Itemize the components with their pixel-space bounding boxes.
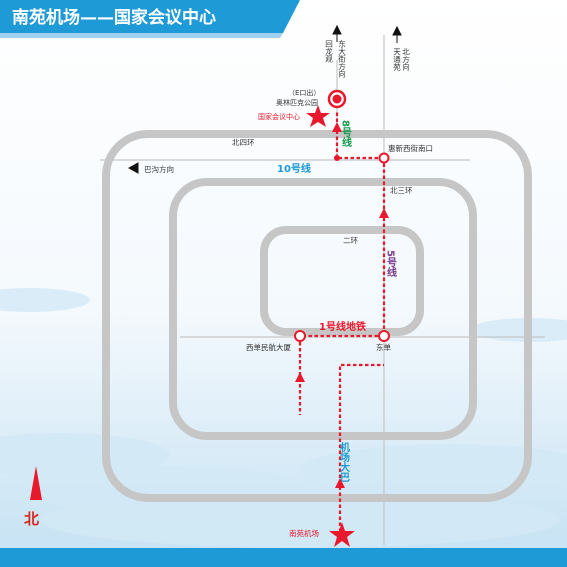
stations	[294, 89, 390, 342]
header-banner: 南苑机场——国家会议中心	[0, 0, 300, 38]
line-label-10: 10号线	[277, 162, 311, 175]
station-labels: （E口出） 奥林匹克公园 国家会议中心 惠新西街南口 西单民航大厦 东单 南苑机…	[246, 88, 433, 538]
station-label-convention-center: 国家会议中心	[258, 112, 300, 121]
ring-label-north-3rd: 北三环	[390, 186, 413, 195]
arrow-up-icon	[295, 372, 305, 382]
station-dongdan-marker	[378, 330, 390, 342]
convention-center-star-icon	[306, 105, 330, 127]
ring-road-2nd	[260, 226, 424, 336]
page-title: 南苑机场——国家会议中心	[12, 7, 216, 28]
station-huixin-marker	[378, 152, 390, 164]
airport-star-icon	[329, 522, 355, 547]
line-labels: 8号线 10号线 5号线 1号线地铁 机场大巴	[277, 120, 397, 482]
road-labels: 回龙观 东大街方向 天通苑 北方向 巴沟方向 北四环 北三环 二环	[144, 39, 413, 245]
line-label-1: 1号线地铁	[319, 320, 366, 333]
station-label-huixin: 惠新西街南口	[388, 143, 433, 153]
compass-north-label: 北	[24, 510, 39, 528]
arrow-up-icon	[379, 208, 389, 218]
ring-roads	[102, 130, 532, 502]
station-label-e-exit: （E口出）	[288, 88, 320, 97]
arrow-up-icon	[332, 122, 342, 132]
bottom-bar	[0, 548, 567, 567]
road-label-huilongguan: 回龙观	[324, 40, 333, 64]
ring-road-4th	[102, 130, 532, 502]
station-label-olympic-park: 奥林匹克公园	[276, 98, 318, 107]
direction-arrows	[127, 24, 402, 174]
station-label-dongdan: 东单	[376, 342, 391, 352]
line-label-5: 5号线	[385, 250, 397, 278]
road-label-dongdajie: 东大街方向	[337, 39, 346, 78]
road-label-tiantongyuan: 天通苑	[392, 48, 401, 72]
arrow-left-icon	[127, 162, 139, 174]
route-airport-bus-segment	[338, 363, 384, 532]
station-label-nanyuan-airport: 南苑机场	[289, 528, 319, 538]
station-xidan-marker	[294, 330, 306, 342]
road-label-bagou: 巴沟方向	[144, 164, 174, 174]
line-label-8: 8号线	[340, 120, 352, 148]
station-junction-marker	[334, 155, 340, 161]
line-label-airport-bus: 机场大巴	[338, 441, 350, 482]
road-label-north-direction: 北方向	[401, 48, 410, 71]
route-arrows	[295, 122, 389, 488]
ring-road-3rd	[169, 178, 477, 440]
station-label-xidan: 西单民航大厦	[246, 342, 291, 352]
arrow-up-icon	[335, 478, 345, 488]
header-stripe	[0, 33, 283, 38]
north-arrow-icon	[30, 466, 42, 500]
ring-label-2nd: 二环	[343, 236, 358, 245]
ring-label-north-4th: 北四环	[232, 138, 255, 147]
compass: 北	[24, 466, 42, 528]
